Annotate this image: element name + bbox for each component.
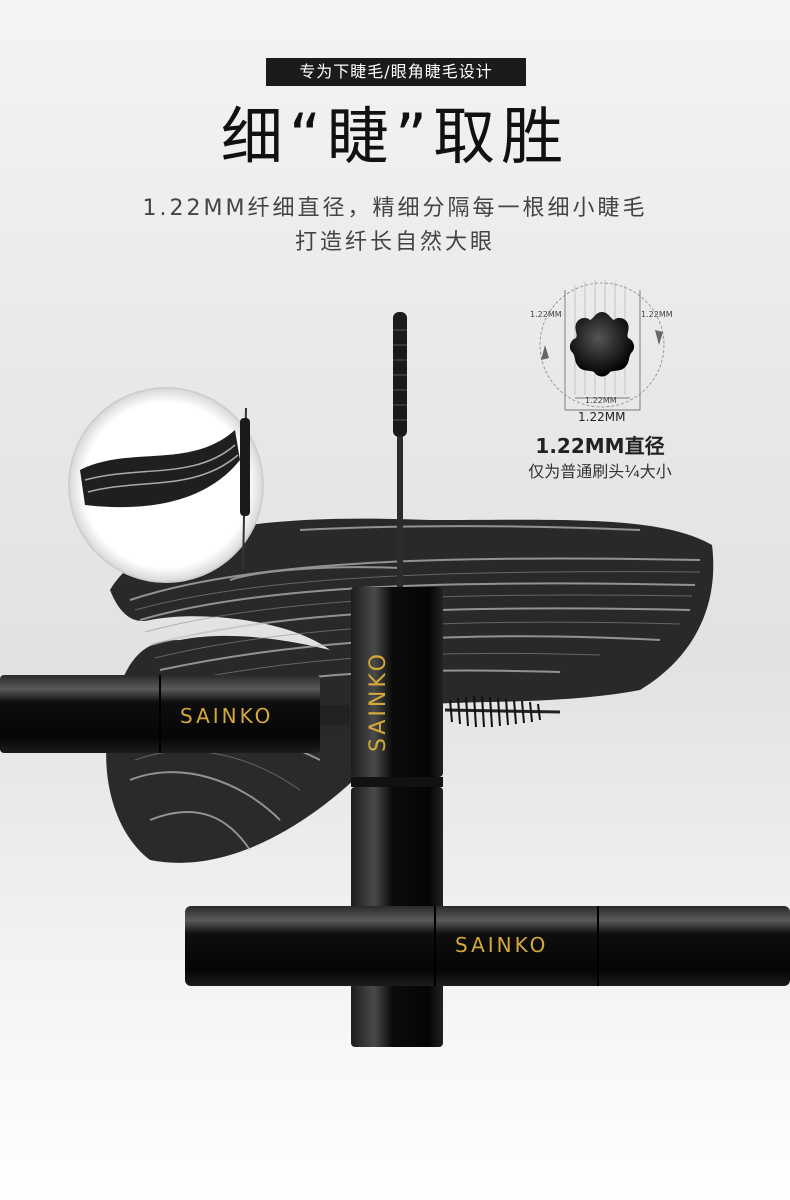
brand-logo-bottom: SAINKO (455, 933, 549, 957)
diameter-diagram (539, 280, 665, 411)
diagram-label-inner: 1.22MM (585, 396, 617, 405)
subtitle-line-2: 打造纤长自然大眼 (294, 230, 495, 255)
page-title: 细“睫”取胜 (220, 100, 570, 173)
diagram-label-bottom: 1.22MM (578, 410, 626, 424)
diagram-label-left: 1.22MM (530, 310, 562, 319)
brand-logo-left: SAINKO (180, 704, 274, 728)
vertical-wand (393, 312, 407, 587)
brush-head-small (444, 695, 561, 728)
brand-logo-vertical: SAINKO (366, 651, 391, 752)
subtitle-line-1: 1.22MM纤细直径，精细分隔每一根细小睫毛 (142, 196, 648, 221)
diagram-label-right: 1.22MM (641, 310, 673, 319)
magnifier-lens (68, 387, 264, 583)
bottom-tube (185, 906, 790, 986)
diameter-caption-sub: 仅为普通刷头¼大小 (528, 462, 672, 481)
left-tube (0, 675, 350, 753)
top-tag: 专为下睫毛/眼角睫毛设计 (266, 58, 526, 86)
diameter-caption-title: 1.22MM直径 (535, 434, 665, 458)
